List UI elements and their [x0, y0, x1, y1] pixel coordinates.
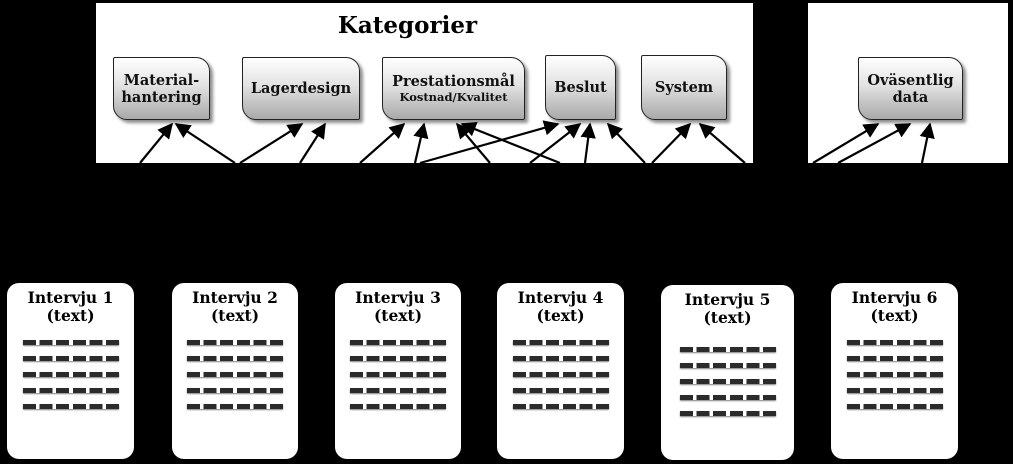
category-ovasentlig-data: Oväsentlig data — [858, 57, 963, 120]
dash-row — [22, 404, 119, 409]
dash-row — [512, 372, 609, 377]
dash-row — [846, 356, 943, 361]
category-label-line1: Beslut — [554, 79, 607, 96]
dash-row — [350, 372, 446, 377]
dash-row — [679, 347, 776, 352]
arrow — [812, 123, 880, 164]
dash-row — [512, 388, 609, 393]
arrow — [919, 122, 935, 164]
diagram-title: Kategorier — [337, 12, 478, 39]
dash-row — [846, 340, 943, 345]
interview-name: Intervju 6 — [851, 288, 938, 307]
arrow — [698, 122, 746, 164]
dash-row — [22, 340, 119, 345]
interview-document: Intervju 1 (text) — [7, 283, 134, 459]
text-placeholder-lines — [497, 340, 624, 409]
arrow — [299, 122, 326, 164]
interview-name: Intervju 4 — [517, 288, 604, 307]
arrow — [174, 123, 236, 164]
arrow — [529, 123, 582, 164]
dash-row — [846, 404, 943, 409]
dash-row — [679, 395, 776, 400]
interview-document: Intervju 5 (text) — [661, 285, 794, 460]
interview-type: (text) — [210, 306, 260, 325]
interview-document: Intervju 3 (text) — [335, 283, 461, 459]
dash-row — [679, 379, 776, 384]
interview-title: Intervju 5 (text) — [661, 285, 794, 327]
category-label-line1: Oväsentlig — [867, 71, 954, 89]
dash-row — [350, 404, 446, 409]
category-beslut: Beslut — [545, 55, 616, 120]
category-label-line1: System — [654, 79, 714, 96]
interview-title: Intervju 3 (text) — [335, 283, 461, 325]
dash-row — [512, 356, 609, 361]
dash-row — [187, 388, 283, 393]
dash-row — [22, 372, 119, 377]
interview-type: (text) — [870, 306, 919, 325]
interview-type: (text) — [703, 308, 752, 327]
dash-row — [846, 388, 943, 393]
category-label-line1: Lagerdesign — [250, 80, 352, 97]
dash-row — [512, 340, 609, 345]
category-lagerdesign: Lagerdesign — [242, 57, 360, 120]
category-label-line1: Prestationsmål — [392, 73, 515, 90]
interview-type: (text) — [46, 306, 95, 325]
arrow — [419, 120, 560, 165]
category-materialhantering: Material- hantering — [113, 57, 210, 120]
dash-row — [679, 363, 776, 368]
dash-row — [187, 340, 283, 345]
arrow — [413, 122, 429, 164]
interview-title: Intervju 1 (text) — [7, 283, 134, 325]
text-placeholder-lines — [7, 340, 134, 409]
arrow — [580, 122, 596, 164]
category-prestationsmal: Prestationsmål Kostnad/Kvalitet — [382, 57, 525, 120]
interview-name: Intervju 1 — [27, 288, 114, 307]
dash-row — [512, 404, 609, 409]
text-placeholder-lines — [831, 340, 958, 409]
text-placeholder-lines — [661, 347, 794, 416]
interview-document: Intervju 4 (text) — [497, 283, 624, 459]
interview-title: Intervju 4 (text) — [497, 283, 624, 325]
interview-name: Intervju 5 — [684, 290, 771, 309]
dash-row — [846, 372, 943, 377]
text-placeholder-lines — [172, 340, 298, 409]
dash-row — [187, 356, 283, 361]
arrow — [460, 121, 561, 165]
interview-document: Intervju 2 (text) — [172, 283, 298, 459]
dash-row — [22, 356, 119, 361]
category-label-line2: hantering — [121, 88, 202, 106]
category-system: System — [641, 55, 727, 120]
interview-type: (text) — [536, 306, 585, 325]
dash-row — [187, 372, 283, 377]
interview-title: Intervju 6 (text) — [831, 283, 958, 325]
interview-name: Intervju 2 — [192, 288, 278, 307]
arrow — [239, 123, 304, 164]
interview-name: Intervju 3 — [355, 288, 441, 307]
category-label-line2: Kostnad/Kvalitet — [399, 90, 508, 104]
interview-type: (text) — [373, 306, 423, 325]
interview-title: Intervju 2 (text) — [172, 283, 298, 325]
arrow — [606, 122, 646, 164]
arrow — [359, 122, 406, 164]
category-label-line1: Material- — [123, 71, 200, 89]
arrow — [837, 123, 912, 164]
dash-row — [350, 388, 446, 393]
dash-row — [22, 388, 119, 393]
arrow — [139, 122, 173, 164]
text-placeholder-lines — [335, 340, 461, 409]
dash-row — [350, 356, 446, 361]
interview-document: Intervju 6 (text) — [831, 283, 958, 459]
category-label-line2: data — [892, 88, 929, 106]
dash-row — [679, 411, 776, 416]
arrow — [651, 122, 692, 164]
dash-row — [350, 340, 446, 345]
dash-row — [187, 404, 283, 409]
